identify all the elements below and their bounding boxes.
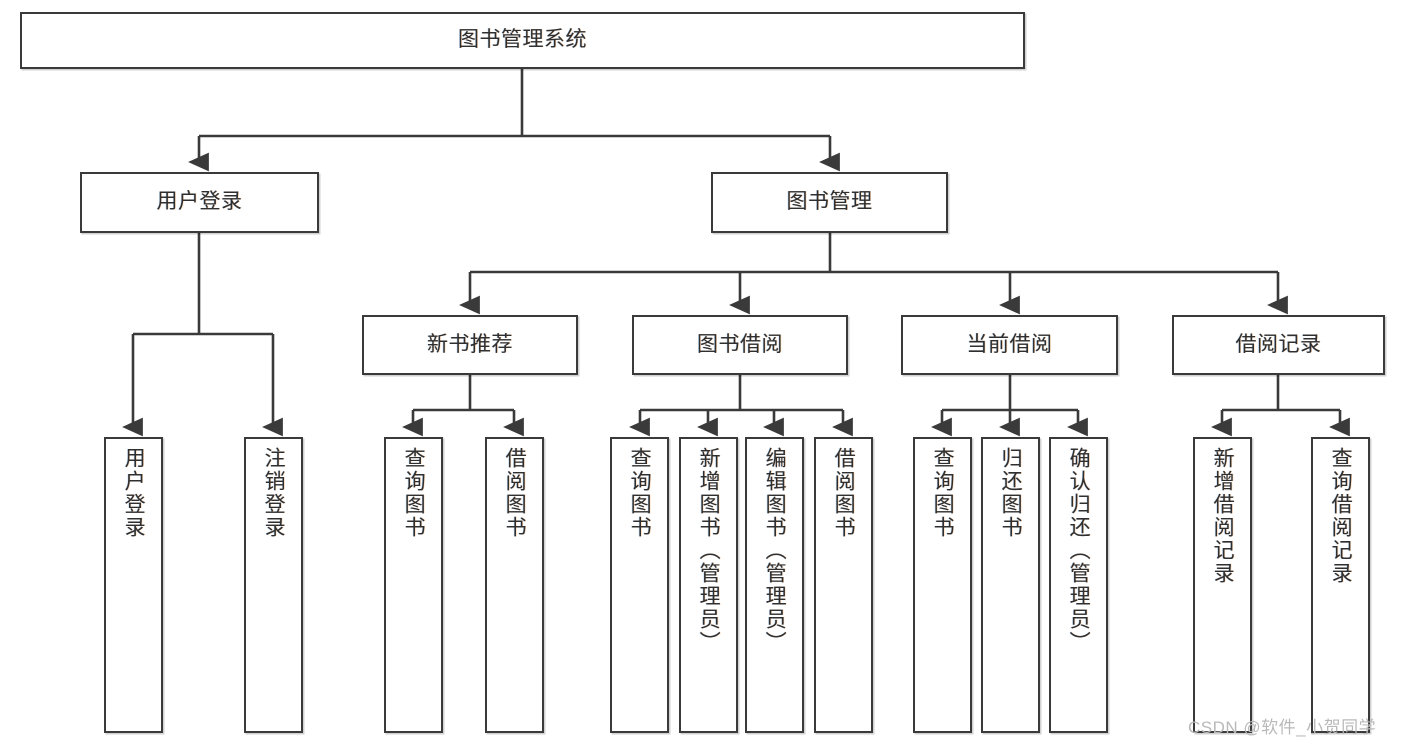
node-label: 查询图书 bbox=[628, 447, 652, 539]
node-label: 图书借阅 bbox=[697, 332, 783, 356]
node-label: 新书推荐 bbox=[427, 332, 513, 356]
node-leaf-borrow-book-recommend[interactable]: 借阅图书 bbox=[485, 437, 544, 733]
node-leaf-user-login[interactable]: 用户登录 bbox=[104, 437, 163, 733]
node-leaf-add-book-admin[interactable]: 新增图书（管理员） bbox=[679, 437, 738, 733]
node-borrow-record[interactable]: 借阅记录 bbox=[1172, 315, 1385, 375]
node-leaf-return-book[interactable]: 归还图书 bbox=[981, 437, 1040, 733]
csdn-watermark: CSDN @软件_小贺同学 bbox=[1188, 718, 1377, 737]
node-leaf-query-borrow-record[interactable]: 查询借阅记录 bbox=[1311, 437, 1370, 733]
node-leaf-add-borrow-record[interactable]: 新增借阅记录 bbox=[1193, 437, 1252, 733]
node-label: 查询图书 bbox=[931, 447, 955, 539]
node-leaf-edit-book-admin[interactable]: 编辑图书（管理员） bbox=[745, 437, 804, 733]
node-book-management[interactable]: 图书管理 bbox=[711, 172, 948, 233]
node-leaf-query-book-current[interactable]: 查询图书 bbox=[913, 437, 972, 733]
node-label: 注销登录 bbox=[262, 447, 286, 539]
node-label: 图书管理系统 bbox=[458, 28, 587, 52]
node-label: 确认归还（管理员） bbox=[1067, 447, 1091, 654]
node-root-book-management-system[interactable]: 图书管理系统 bbox=[20, 12, 1025, 69]
node-label: 图书管理 bbox=[786, 190, 873, 214]
node-label: 编辑图书（管理员） bbox=[763, 447, 787, 654]
node-label: 新增图书（管理员） bbox=[697, 447, 721, 654]
node-label: 查询图书 bbox=[402, 447, 426, 539]
node-leaf-logout[interactable]: 注销登录 bbox=[244, 437, 303, 733]
node-leaf-query-book-recommend[interactable]: 查询图书 bbox=[384, 437, 443, 733]
node-label: 借阅图书 bbox=[503, 447, 527, 539]
node-current-borrow[interactable]: 当前借阅 bbox=[901, 315, 1118, 375]
node-new-book-recommend[interactable]: 新书推荐 bbox=[362, 315, 578, 375]
node-label: 借阅图书 bbox=[832, 447, 856, 539]
node-label: 当前借阅 bbox=[966, 332, 1053, 356]
node-user-login[interactable]: 用户登录 bbox=[80, 172, 319, 233]
node-leaf-query-book-borrow[interactable]: 查询图书 bbox=[610, 437, 669, 733]
node-label: 借阅记录 bbox=[1235, 332, 1322, 356]
node-label: 用户登录 bbox=[122, 447, 146, 539]
node-label: 归还图书 bbox=[999, 447, 1023, 539]
node-label: 查询借阅记录 bbox=[1329, 447, 1353, 585]
node-label: 用户登录 bbox=[156, 190, 243, 214]
node-book-borrow[interactable]: 图书借阅 bbox=[632, 315, 848, 375]
node-leaf-confirm-return-admin[interactable]: 确认归还（管理员） bbox=[1049, 437, 1108, 733]
node-label: 新增借阅记录 bbox=[1211, 447, 1235, 585]
node-leaf-borrow-book[interactable]: 借阅图书 bbox=[814, 437, 873, 733]
